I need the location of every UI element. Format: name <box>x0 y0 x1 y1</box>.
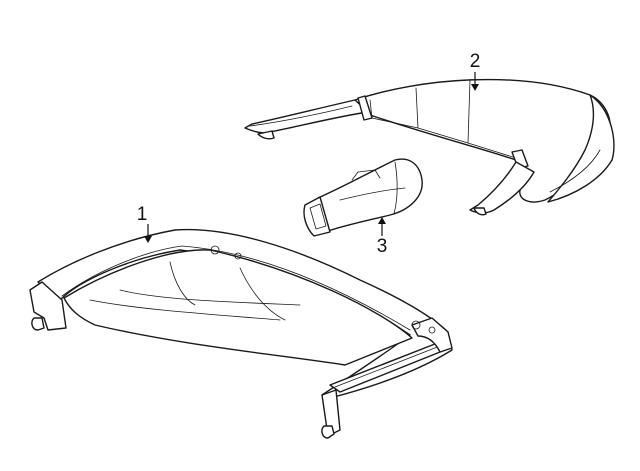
callout-3: 3 <box>377 217 388 257</box>
frame-part <box>29 228 453 439</box>
callout-3-arrowhead <box>378 217 386 224</box>
callout-1-arrowhead <box>144 236 152 243</box>
callout-1-label: 1 <box>137 204 148 225</box>
callout-2-arrowhead <box>471 84 479 91</box>
callout-2-label: 2 <box>470 51 481 72</box>
callout-3-label: 3 <box>377 236 388 257</box>
handle-part <box>303 158 423 237</box>
callout-1: 1 <box>137 204 152 243</box>
cover-part <box>244 78 615 216</box>
callout-2: 2 <box>470 51 481 91</box>
